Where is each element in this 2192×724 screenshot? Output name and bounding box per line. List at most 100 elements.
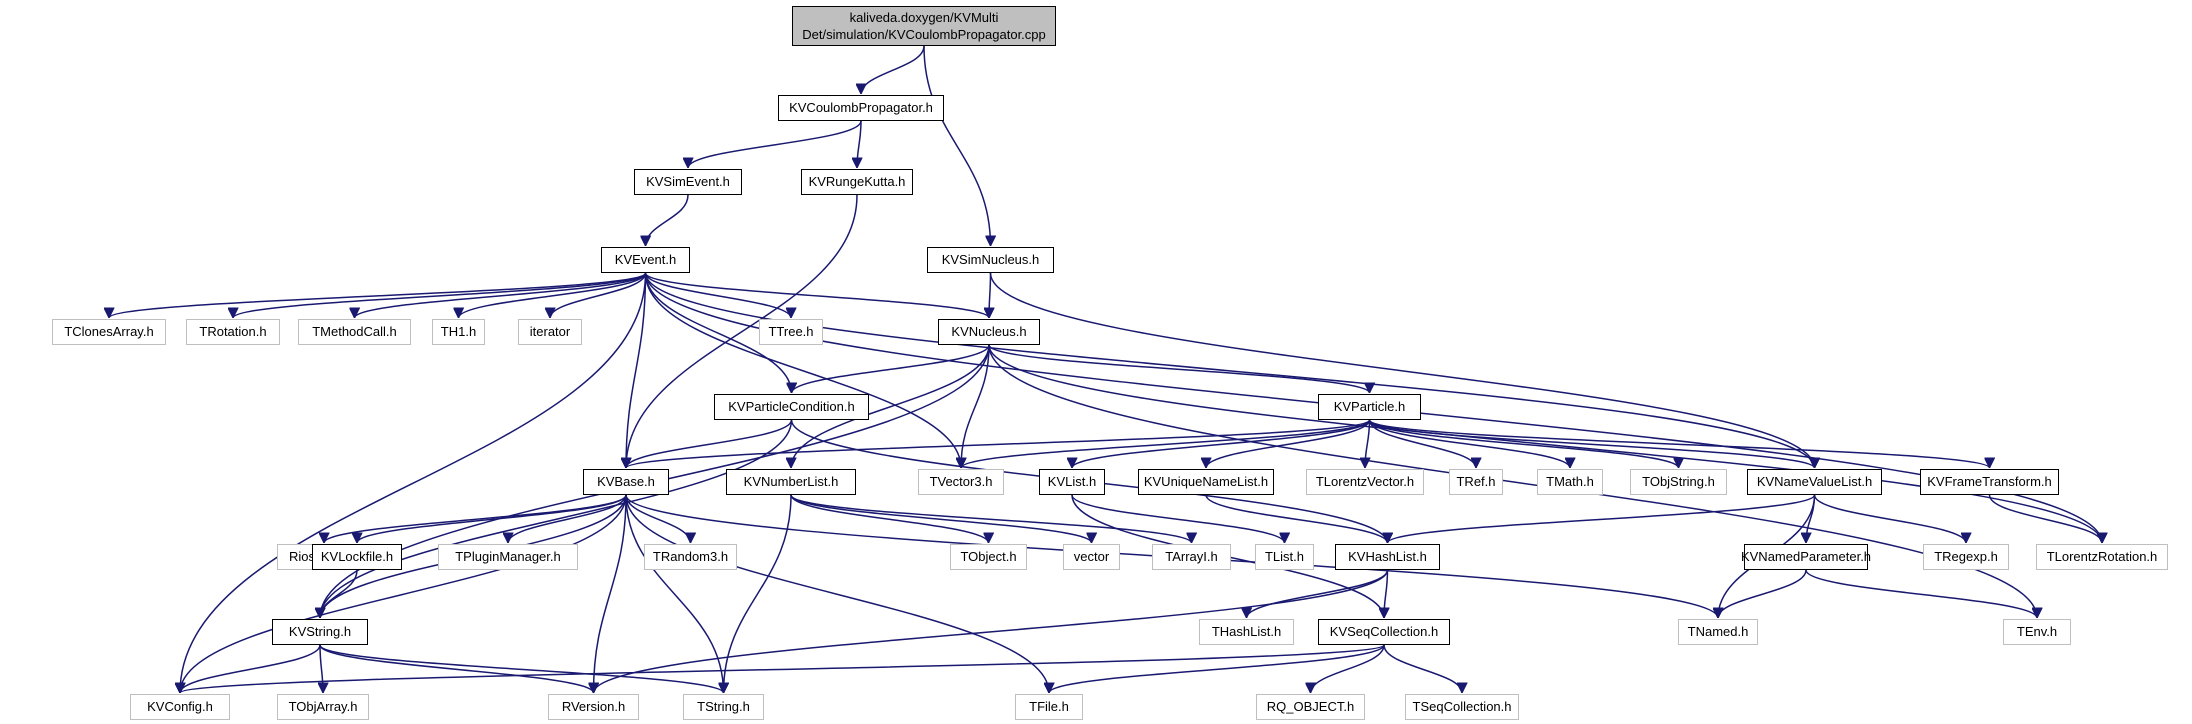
edge-kvparticle-to-tvector3 (961, 419, 1371, 469)
edge-kvparticle-to-tref (1368, 419, 1477, 469)
edge-kvbase-to-kvconfig (180, 494, 627, 693)
edge-kvnucleus-to-tvector3 (961, 344, 990, 468)
edge-kvbase-to-rversion (594, 494, 627, 693)
edge-kvparticle-to-kvnvl (1368, 419, 1815, 469)
edge-kvbase-to-tstring (625, 494, 724, 693)
node-ttree: TTree.h (759, 319, 823, 345)
node-kvunique[interactable]: KVUniqueNameList.h (1138, 469, 1274, 495)
node-kvlist[interactable]: KVList.h (1039, 469, 1105, 495)
edge-kvbase-to-trandom3 (625, 494, 691, 544)
node-tstring: TString.h (683, 694, 764, 720)
node-kvframe[interactable]: KVFrameTransform.h (1920, 469, 2059, 495)
edge-kvnucleus-to-kvpc (792, 344, 990, 394)
edge-kvnumberlist-to-vector (790, 494, 1092, 544)
node-tclones: TClonesArray.h (52, 319, 166, 345)
edge-kvparticle-to-kvframe (1368, 419, 1990, 469)
edge-kvsimnucleus-to-kvnucleus (989, 272, 991, 318)
edge-kvseq-to-tfile (1049, 644, 1385, 694)
node-tarrayi: TArrayI.h (1152, 544, 1231, 570)
node-kvparticle[interactable]: KVParticle.h (1318, 394, 1421, 420)
node-kvsimnucleus[interactable]: KVSimNucleus.h (927, 247, 1054, 273)
edge-root-to-kvcp (861, 45, 925, 95)
node-iterator: iterator (518, 319, 582, 345)
node-tregexp: TRegexp.h (1923, 544, 2009, 570)
node-tlorentzvector: TLorentzVector.h (1306, 469, 1424, 495)
edge-kvnucleus-to-tlorentzrot (988, 344, 2102, 543)
edge-kvseq-to-tseqcoll (1383, 644, 1462, 694)
edge-kvbase-to-tfile (625, 494, 1049, 693)
edge-kvhashlist-to-kvseq (1384, 569, 1388, 618)
node-kvstring[interactable]: KVString.h (272, 619, 368, 645)
edge-kvsimevent-to-kvevent (646, 194, 689, 247)
edge-kvnucleus-to-kvnumberlist (791, 344, 990, 468)
node-tlist: TList.h (1255, 544, 1314, 570)
node-thashlist: THashList.h (1199, 619, 1294, 645)
edge-kvnumberlist-to-tstring (724, 494, 792, 693)
node-kvlockfile[interactable]: KVLockfile.h (312, 544, 402, 570)
edge-kvbase-to-tplugin (508, 494, 627, 544)
node-tseqcoll: TSeqCollection.h (1405, 694, 1519, 720)
node-tlorentzrot: TLorentzRotation.h (2036, 544, 2168, 570)
edge-kvevent-to-kvpc (644, 272, 792, 393)
node-tobject: TObject.h (950, 544, 1027, 570)
edge-kvevent-to-iterator (550, 272, 647, 319)
edge-kvstring-to-tstring (319, 644, 724, 694)
node-tvector3: TVector3.h (918, 469, 1004, 495)
edge-kvpc-to-kvbase (626, 419, 793, 469)
node-kvevent[interactable]: KVEvent.h (601, 247, 690, 273)
edge-kvrk-to-kvbase (626, 194, 858, 468)
node-tnamed: TNamed.h (1678, 619, 1758, 645)
edge-kvbase-to-kvlockfile (357, 494, 627, 544)
node-kvpc[interactable]: KVParticleCondition.h (714, 394, 869, 420)
edge-kvstring-to-tobjarray (320, 644, 323, 693)
edge-kvevent-to-kvnucleus (644, 272, 990, 319)
edge-kvhashlist-to-thashlist (1247, 569, 1389, 619)
node-kvbase[interactable]: KVBase.h (583, 469, 669, 495)
node-tref: TRef.h (1449, 469, 1503, 495)
node-tmethodcall: TMethodCall.h (298, 319, 411, 345)
node-kvseq[interactable]: KVSeqCollection.h (1318, 619, 1450, 645)
edge-kvlockfile-to-kvstring (320, 569, 358, 619)
node-rqobject: RQ_OBJECT.h (1256, 694, 1365, 720)
edge-kvnamedparam-to-tnamed (1718, 569, 1807, 619)
node-kvnamedparam[interactable]: KVNamedParameter.h (1741, 544, 1871, 570)
node-kvsimevent[interactable]: KVSimEvent.h (634, 169, 742, 195)
edge-kvparticle-to-tobjstring (1368, 419, 1679, 469)
edge-kvparticle-to-kvbase (626, 419, 1371, 469)
node-tobjstring: TObjString.h (1630, 469, 1727, 495)
edge-kvframe-to-tlorentzrot (1988, 494, 2103, 544)
edge-kvnamedparam-to-tenv (1805, 569, 2037, 619)
node-tfile: TFile.h (1015, 694, 1083, 720)
node-root[interactable]: kaliveda.doxygen/KVMulti Det/simulation/… (792, 6, 1056, 46)
node-kvhashlist[interactable]: KVHashList.h (1335, 544, 1440, 570)
edge-kvhashlist-to-rversion (594, 569, 1389, 694)
node-trandom3: TRandom3.h (644, 544, 737, 570)
node-kvconfig: KVConfig.h (130, 694, 230, 720)
edge-kvcp-to-kvrk (857, 120, 861, 168)
edge-kvparticle-to-kvunique (1206, 419, 1371, 469)
edge-kvcp-to-kvsimevent (688, 120, 862, 169)
node-th1: TH1.h (432, 319, 485, 345)
edge-kvevent-to-tmethodcall (355, 272, 647, 319)
edge-kvnumberlist-to-tobject (790, 494, 989, 544)
node-trotation: TRotation.h (186, 319, 280, 345)
edge-kvsimnucleus-to-kvnvl (989, 272, 1815, 468)
edge-kvstring-to-rversion (319, 644, 594, 694)
edge-kvevent-to-tvector3 (644, 272, 962, 468)
node-kvrk[interactable]: KVRungeKutta.h (801, 169, 913, 195)
node-tenv: TEnv.h (2003, 619, 2071, 645)
edge-kvunique-to-kvhashlist (1205, 494, 1388, 544)
node-kvnucleus[interactable]: KVNucleus.h (938, 319, 1040, 345)
edge-kvnumberlist-to-tarrayi (790, 494, 1192, 544)
edge-kvnvl-to-tregexp (1813, 494, 1967, 544)
edge-kvparticle-to-tlorentzvector (1365, 419, 1370, 468)
edge-kvevent-to-kvbase (626, 272, 647, 468)
edge-kvstring-to-kvconfig (180, 644, 321, 694)
node-kvnvl[interactable]: KVNameValueList.h (1747, 469, 1882, 495)
edge-kvevent-to-ttree (644, 272, 792, 319)
node-kvcp[interactable]: KVCoulombPropagator.h (778, 95, 944, 121)
edge-kvseq-to-rqobject (1311, 644, 1385, 694)
node-tplugin: TPluginManager.h (438, 544, 578, 570)
node-kvnumberlist[interactable]: KVNumberList.h (726, 469, 856, 495)
